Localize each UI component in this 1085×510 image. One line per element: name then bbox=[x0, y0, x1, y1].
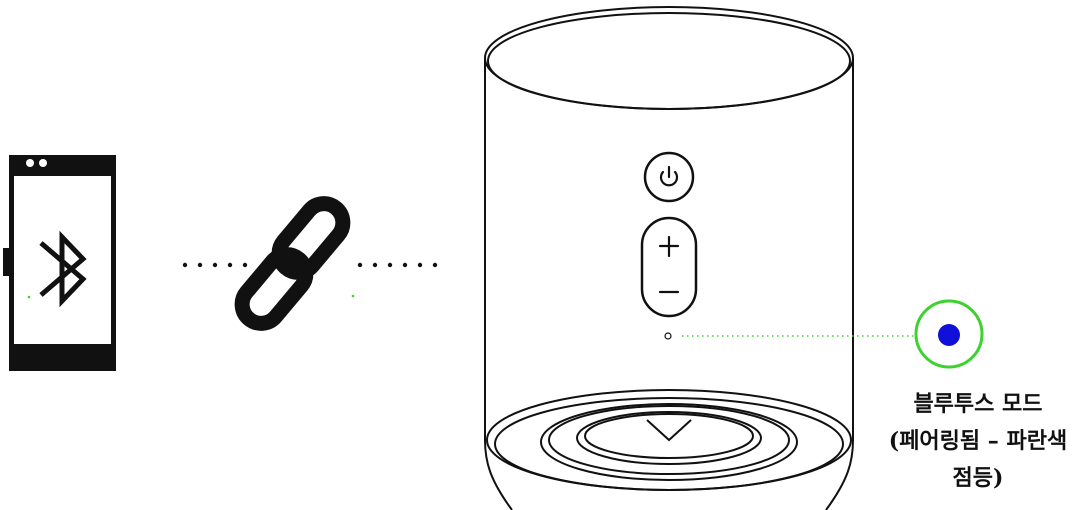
status-led-icon bbox=[914, 299, 984, 369]
speaker-body bbox=[484, 6, 854, 510]
caption-line-3: 점등) bbox=[952, 465, 1004, 491]
connector-dots-left bbox=[182, 262, 248, 268]
chain-link-icon bbox=[234, 196, 351, 331]
plus-icon bbox=[658, 235, 680, 258]
speaker-status-led bbox=[664, 332, 672, 340]
led-status-caption: 블루투스 모드 (페어링됨 – 파란색 점등) bbox=[878, 386, 1078, 497]
volume-up-button[interactable] bbox=[658, 235, 680, 258]
connector-dot-accent bbox=[351, 294, 355, 298]
power-button[interactable] bbox=[643, 151, 695, 203]
caption-line-1: 블루투스 모드 bbox=[913, 391, 1043, 417]
bluetooth-icon bbox=[39, 230, 87, 308]
power-icon bbox=[659, 165, 679, 187]
caption-line-2: (페어링됨 – 파란색 bbox=[888, 428, 1068, 454]
speaker-base bbox=[486, 389, 852, 491]
connector-dots-right bbox=[357, 262, 438, 268]
volume-rocker bbox=[640, 216, 698, 318]
